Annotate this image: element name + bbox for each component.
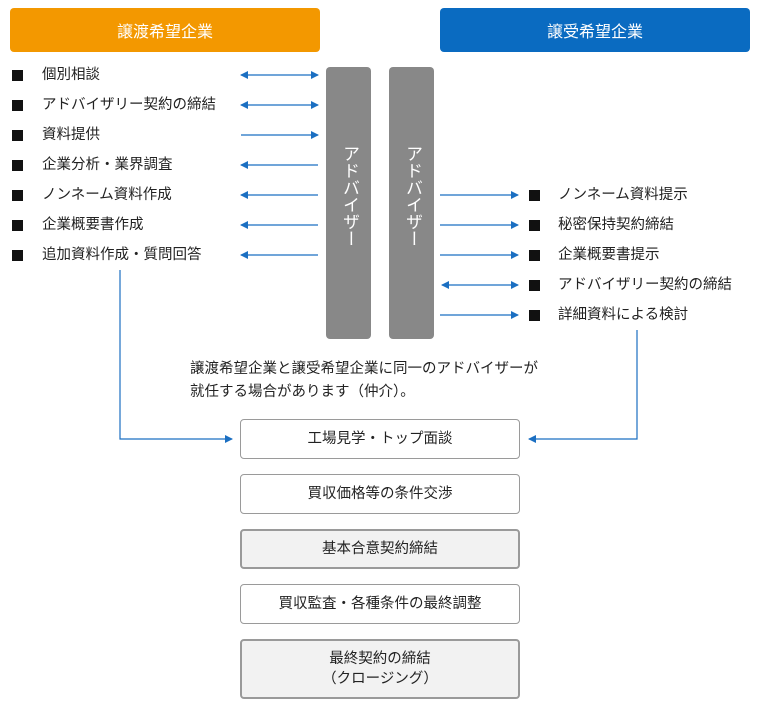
process-step-box: 基本合意契約締結 xyxy=(240,529,520,569)
buyer-advisor-label: アドバイザー xyxy=(402,145,422,247)
bullet-square-icon xyxy=(12,100,23,111)
process-step-label: 基本合意契約締結 xyxy=(322,541,438,557)
buyer-header: 譲受希望企業 xyxy=(440,8,750,52)
process-step-label: 買収監査・各種条件の最終調整 xyxy=(278,596,482,612)
seller-step: アドバイザリー契約の締結 xyxy=(42,97,216,113)
seller-step: ノンネーム資料作成 xyxy=(42,187,172,203)
bullet-square-icon xyxy=(12,220,23,231)
bullet-square-icon xyxy=(12,160,23,171)
buyer-step: 企業概要書提示 xyxy=(558,247,660,263)
note-line-1: 譲渡希望企業と譲受希望企業に同一のアドバイザーが xyxy=(190,361,538,377)
buyer-step: ノンネーム資料提示 xyxy=(558,187,688,203)
buyer-step: 詳細資料による検討 xyxy=(558,307,689,323)
seller-step: 企業概要書作成 xyxy=(42,217,144,233)
bullet-square-icon xyxy=(12,70,23,81)
buyer-header-label: 譲受希望企業 xyxy=(546,22,643,41)
buyer-advisor-bar: アドバイザー xyxy=(389,67,434,339)
process-step-box: 工場見学・トップ面談 xyxy=(240,419,520,459)
process-step-sublabel: （クロージング） xyxy=(322,671,438,687)
bullet-square-icon xyxy=(529,310,540,321)
process-step-label: 買収価格等の条件交渉 xyxy=(307,486,453,502)
buyer-to-meeting-arrow xyxy=(528,330,638,443)
buyer-step: 秘密保持契約締結 xyxy=(558,217,674,233)
seller-to-meeting-arrow xyxy=(119,270,233,443)
seller-step: 個別相談 xyxy=(42,67,100,83)
bullet-square-icon xyxy=(529,280,540,291)
seller-step: 企業分析・業界調査 xyxy=(42,157,173,173)
process-step-box: 買収監査・各種条件の最終調整 xyxy=(240,584,520,624)
process-step-box: 買収価格等の条件交渉 xyxy=(240,474,520,514)
seller-step: 追加資料作成・質問回答 xyxy=(42,247,202,263)
note-line-2: 就任する場合があります（仲介）。 xyxy=(190,384,415,400)
bullet-square-icon xyxy=(529,220,540,231)
bullet-square-icon xyxy=(529,250,540,261)
bullet-square-icon xyxy=(12,250,23,261)
process-step-label: 工場見学・トップ面談 xyxy=(307,431,453,447)
seller-advisor-bar: アドバイザー xyxy=(326,67,371,339)
process-step-label: 最終契約の締結 xyxy=(329,651,431,667)
bullet-square-icon xyxy=(529,190,540,201)
buyer-step: アドバイザリー契約の締結 xyxy=(558,277,732,293)
seller-step: 資料提供 xyxy=(42,127,100,143)
seller-header: 譲渡希望企業 xyxy=(10,8,320,52)
bullet-square-icon xyxy=(12,130,23,141)
bullet-square-icon xyxy=(12,190,23,201)
process-step-box: 最終契約の締結 （クロージング） xyxy=(240,639,520,699)
seller-advisor-label: アドバイザー xyxy=(339,145,359,247)
seller-header-label: 譲渡希望企業 xyxy=(116,22,213,41)
intermediary-note: 譲渡希望企業と譲受希望企業に同一のアドバイザーが 就任する場合があります（仲介）… xyxy=(190,358,538,404)
